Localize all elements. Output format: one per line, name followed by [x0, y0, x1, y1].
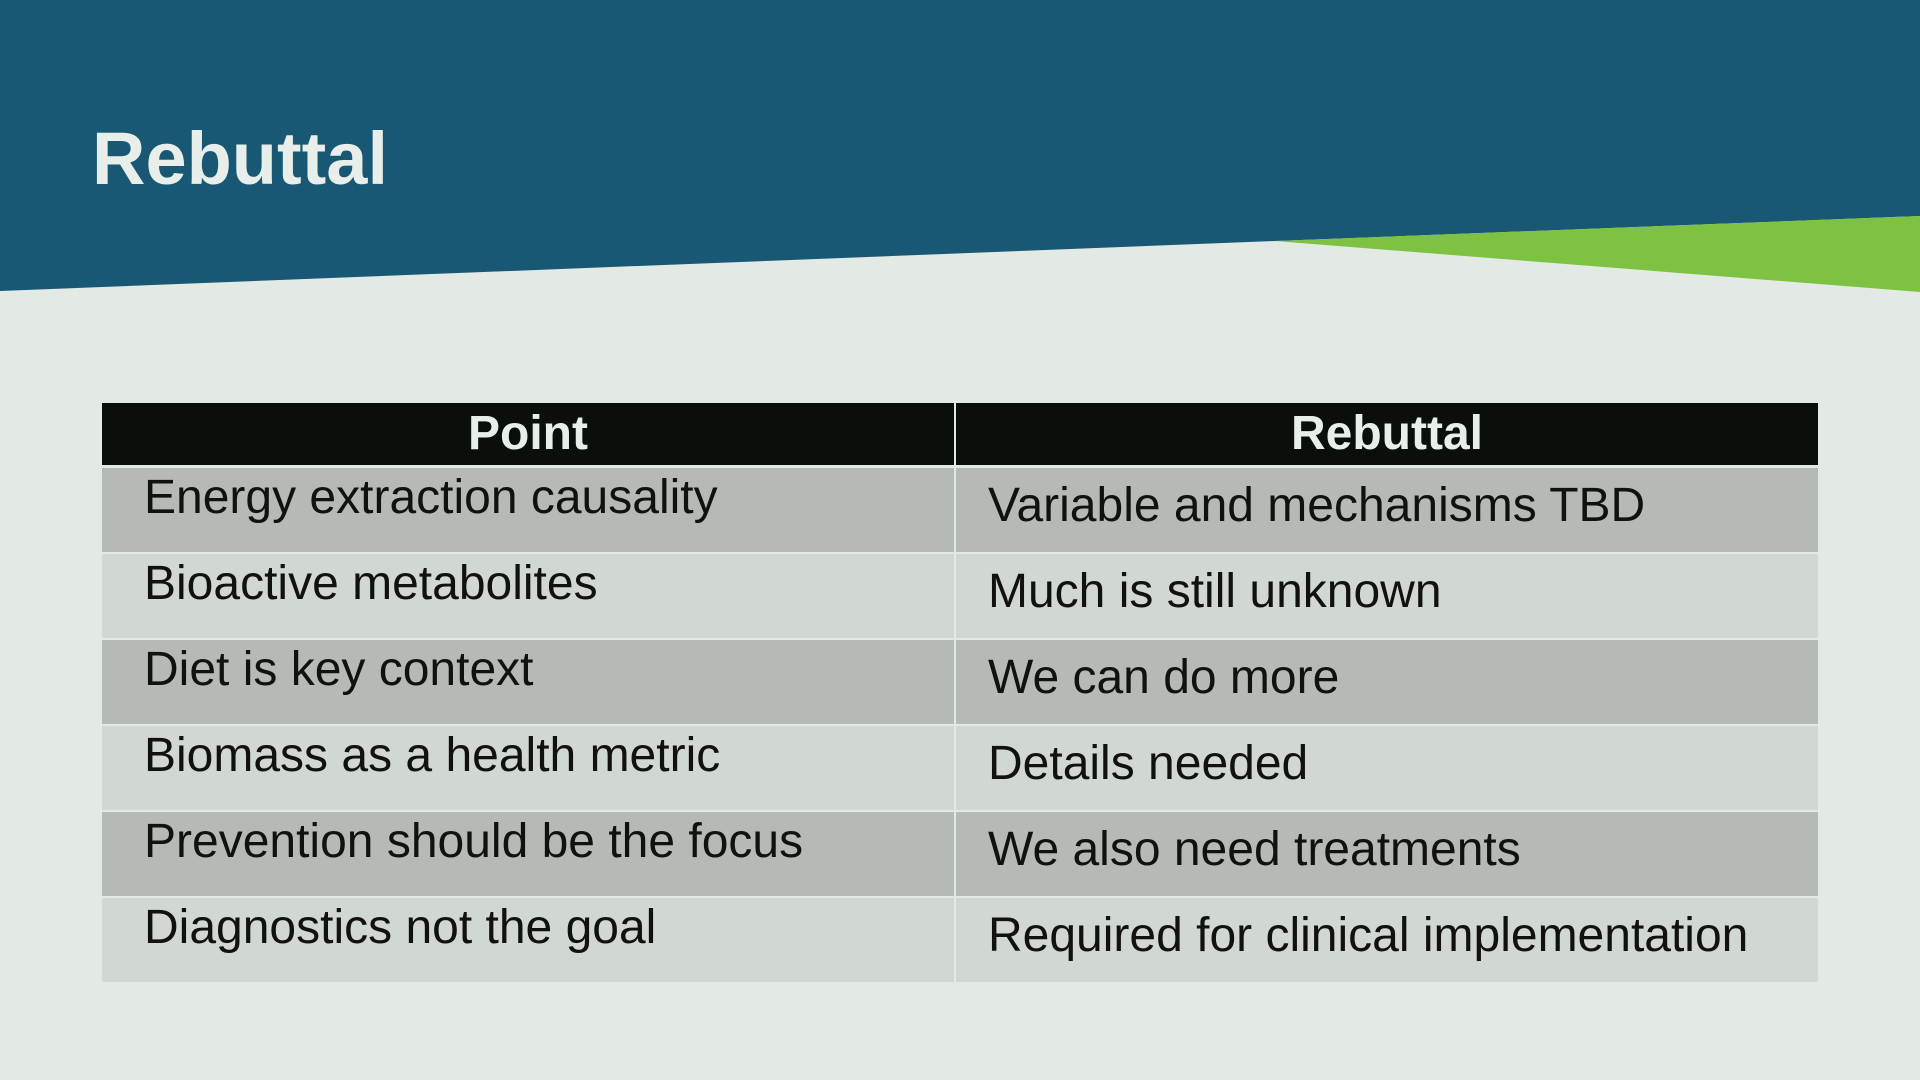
point-cell: Bioactive metabolites — [102, 553, 956, 640]
rebuttal-cell: We also need treatments — [955, 811, 1818, 898]
rebuttal-cell: Variable and mechanisms TBD — [955, 466, 1818, 554]
rebuttal-cell: Details needed — [955, 725, 1818, 812]
column-header-rebuttal: Rebuttal — [955, 403, 1818, 468]
slide-title: Rebuttal — [92, 117, 388, 200]
rebuttal-cell: We can do more — [955, 639, 1818, 726]
table-row: Biomass as a health metric Details neede… — [102, 725, 1818, 812]
rebuttal-cell: Required for clinical implementation — [955, 897, 1818, 984]
table-row: Diagnostics not the goal Required for cl… — [102, 897, 1818, 984]
point-cell: Diet is key context — [102, 639, 956, 726]
table-row: Prevention should be the focus We also n… — [102, 811, 1818, 898]
table-row: Bioactive metabolites Much is still unkn… — [102, 553, 1818, 640]
table-row: Energy extraction causality Variable and… — [102, 466, 1818, 554]
rebuttal-cell: Much is still unknown — [955, 553, 1818, 640]
table-header-row: Point Rebuttal — [102, 403, 1818, 468]
point-cell: Diagnostics not the goal — [102, 897, 956, 984]
table-row: Diet is key context We can do more — [102, 639, 1818, 726]
point-cell: Prevention should be the focus — [102, 811, 956, 898]
table-body: Energy extraction causality Variable and… — [102, 466, 1818, 984]
column-header-point: Point — [102, 403, 956, 468]
header-banner — [0, 0, 1920, 292]
banner-blue-shape — [0, 0, 1920, 291]
table-header: Point Rebuttal — [102, 403, 1818, 468]
rebuttal-table: Point Rebuttal Energy extraction causali… — [102, 403, 1818, 984]
point-cell: Energy extraction causality — [102, 466, 956, 554]
point-cell: Biomass as a health metric — [102, 725, 956, 812]
banner-green-accent — [1275, 216, 1920, 292]
